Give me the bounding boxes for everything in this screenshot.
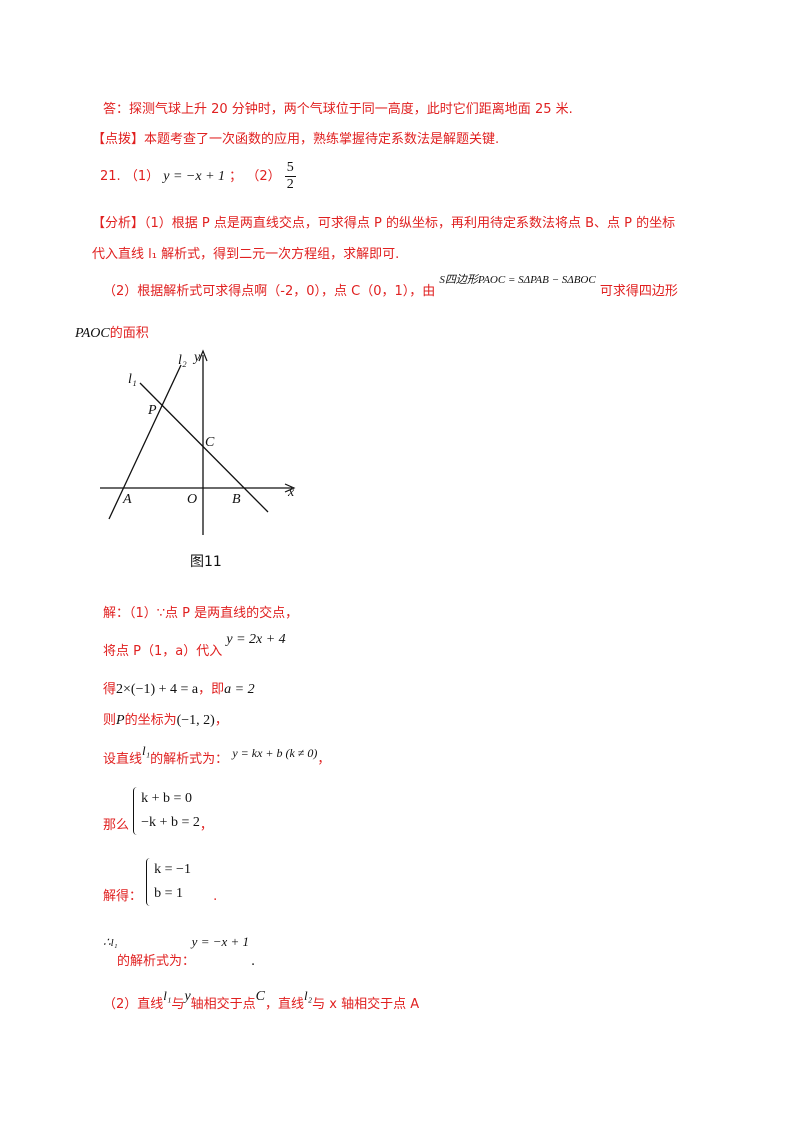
- q21-part1-label: （1）: [124, 169, 160, 184]
- q21-number: 21.: [100, 169, 121, 184]
- y-axis-name: y: [184, 989, 191, 1004]
- solution-line-5: 设直线l₁的解析式为： y = kx + b (k ≠ 0)，: [103, 743, 331, 767]
- area-word: 的面积: [109, 326, 149, 341]
- solution-line-9-text: （2）直线: [103, 997, 164, 1012]
- q21-separator: ；: [229, 169, 243, 184]
- solution-line-8-end: .: [251, 954, 256, 969]
- label-C: C: [205, 435, 215, 450]
- l1-result-expr: y = −x + 1: [191, 934, 250, 949]
- solution-line-6-end: ，: [199, 817, 213, 833]
- general-line-expr: y = kx + b (k ≠ 0): [232, 746, 318, 760]
- label-x: x: [287, 485, 295, 500]
- system-row-2: −k + b = 2: [141, 815, 200, 830]
- fraction-denominator: 2: [286, 177, 294, 192]
- solution-line-2-text: 将点 P（1，a）代入: [103, 644, 223, 659]
- solution-line-1: 解：（1）∵点 P 是两直线的交点，: [103, 606, 299, 621]
- brace: [146, 858, 153, 906]
- solution-line-7-end: .: [213, 888, 218, 904]
- solution-line-9-mid2: ，直线: [265, 997, 305, 1012]
- quad-name: PAOC: [75, 326, 110, 341]
- fraction-numerator: 5: [284, 160, 296, 177]
- solution-system: k = −1 b = 1: [146, 858, 191, 906]
- tip-line: 【点拨】本题考查了一次函数的应用，熟练掌握待定系数法是解题关键.: [92, 132, 500, 147]
- solution-line-6-text: 那么: [103, 817, 130, 833]
- label-l1: l₁: [128, 372, 137, 387]
- q21-part2-fraction: 5 2: [284, 160, 296, 193]
- label-l2: l₂: [178, 353, 187, 368]
- solution-line-9-end: 与 x 轴相交于点 A: [312, 997, 420, 1012]
- substitution-expr: 2×(−1) + 4 = a: [116, 682, 199, 697]
- answer-line: 答：探测气球上升 20 分钟时，两个气球位于同一高度，此时它们距离地面 25 米…: [103, 102, 573, 117]
- equation-system: k + b = 0 −k + b = 2: [133, 787, 200, 835]
- brace: [133, 787, 140, 835]
- solution-line-3: 得2×(−1) + 4 = a，即a = 2: [103, 678, 255, 698]
- a-value: a = 2: [224, 682, 255, 697]
- line-l1: [139, 382, 269, 513]
- therefore-symbol: ∴: [103, 935, 111, 949]
- label-O: O: [187, 492, 197, 507]
- line-l2: [108, 364, 182, 520]
- line-l1-name: l₁: [110, 937, 118, 949]
- solution-line-4: 则P的坐标为(−1, 2)，: [103, 709, 228, 729]
- line-l1-name: l₁: [163, 988, 172, 1003]
- solution-line-5-end: ，: [317, 752, 331, 767]
- system-row-1: k + b = 0: [141, 791, 192, 806]
- solution-line-9: （2）直线l₁与y轴相交于点C，直线l₂与 x 轴相交于点 A: [103, 988, 420, 1013]
- solution-line-6: 那么 k + b = 0 −k + b = 2 ，: [103, 787, 213, 835]
- system-row-1: k = −1: [154, 862, 191, 877]
- analysis-line-3-tail: 可求得四边形: [599, 284, 678, 299]
- equation-l2: y = 2x + 4: [226, 632, 286, 647]
- point-C: C: [255, 989, 266, 1004]
- analysis-line-3-text: （2）根据解析式可求得点啊（-2，0），点 C（0，1），由: [103, 284, 436, 299]
- system-row-2: b = 1: [154, 886, 184, 901]
- analysis-line-2: 代入直线 l₁ 解析式，得到二元一次方程组，求解即可.: [92, 247, 400, 262]
- q21-answer: 21. （1） y = −x + 1 ； （2） 5 2: [100, 160, 296, 193]
- coordinate-figure: l₁ l₂ y x P C A O B: [100, 349, 296, 535]
- label-A: A: [122, 492, 132, 507]
- solution-line-5-text: 设直线: [103, 752, 143, 767]
- label-P: P: [147, 403, 157, 418]
- area-formula: S四边形PAOC = SΔPAB − SΔBOC: [439, 274, 596, 286]
- solution-line-4-text: 则: [103, 713, 117, 728]
- solution-line-9-with: 与: [171, 997, 185, 1012]
- q21-part1-expr: y = −x + 1: [163, 169, 226, 184]
- solution-line-8-text: 的解析式为：: [117, 954, 196, 969]
- label-B: B: [232, 492, 241, 507]
- solution-line-4-end: ，: [214, 713, 228, 728]
- label-y: y: [192, 350, 201, 365]
- analysis-line-1: 【分析】（1）根据 P 点是两直线交点，可求得点 P 的纵坐标，再利用待定系数法…: [92, 216, 676, 231]
- y-axis-arrow: [198, 349, 208, 362]
- point-P: P: [116, 713, 125, 728]
- analysis-line-4: PAOC的面积: [75, 322, 149, 342]
- figure-caption: 图11: [190, 554, 222, 570]
- solution-line-2: 将点 P（1，a）代入 y = 2x + 4: [103, 632, 286, 660]
- line-l2-name: l₂: [304, 988, 313, 1003]
- solution-line-7-text: 解得：: [103, 888, 143, 904]
- solution-line-9-mid: 轴相交于点: [190, 997, 256, 1012]
- solution-line-8: ∴l₁ y = −x + 1 的解析式为：.: [103, 934, 255, 969]
- q21-part2-label: （2）: [246, 169, 281, 184]
- line-l1-name: l₁: [142, 743, 151, 758]
- solution-line-5-mid: 的解析式为：: [150, 752, 229, 767]
- solution-line-7: 解得： k = −1 b = 1 .: [103, 858, 217, 906]
- solution-line-4-mid: 的坐标为: [124, 713, 177, 728]
- solution-line-3-mid: ，即: [198, 682, 225, 697]
- P-coordinates: (−1, 2): [176, 713, 215, 728]
- solution-line-3-text: 得: [103, 682, 117, 697]
- x-axis-arrow: [284, 483, 296, 493]
- analysis-line-3: （2）根据解析式可求得点啊（-2，0），点 C（0，1），由 S四边形PAOC …: [103, 274, 678, 299]
